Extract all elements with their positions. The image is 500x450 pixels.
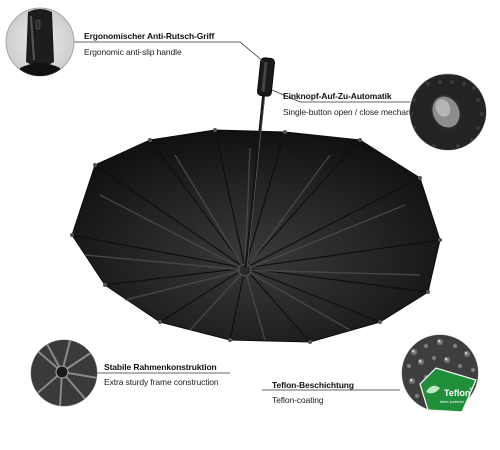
- teflon-trademark-text: ®: [469, 386, 472, 391]
- umbrella-shaft: [244, 91, 266, 269]
- frame-inset: [30, 339, 98, 407]
- coating-title-en: Teflon-coating: [272, 395, 324, 405]
- coating-title-de: Teflon-Beschichtung: [272, 380, 354, 390]
- leader-lines: [72, 41, 410, 391]
- frame-title-de: Stabile Rahmenkonstruktion: [104, 362, 217, 372]
- button-title-en: Single-button open / close mechanism: [283, 107, 424, 117]
- button-inset: [409, 73, 487, 151]
- handle-title-de: Ergonomischer Anti-Rutsch-Griff: [84, 31, 215, 41]
- coating-inset: Teflon ® fabric protector: [401, 334, 479, 413]
- umbrella-handle: [257, 57, 275, 97]
- button-title-de: Einknopf-Auf-Zu-Automatik: [283, 91, 392, 101]
- umbrella-canopy: [70, 128, 442, 344]
- teflon-brand-text: Teflon: [444, 388, 470, 398]
- handle-title-en: Ergonomic anti-slip handle: [84, 47, 182, 57]
- handle-inset: [5, 7, 75, 77]
- frame-title-en: Extra sturdy frame construction: [104, 377, 219, 387]
- teflon-badge: Teflon ® fabric protector: [419, 367, 477, 413]
- teflon-caption-text: fabric protector: [440, 400, 465, 404]
